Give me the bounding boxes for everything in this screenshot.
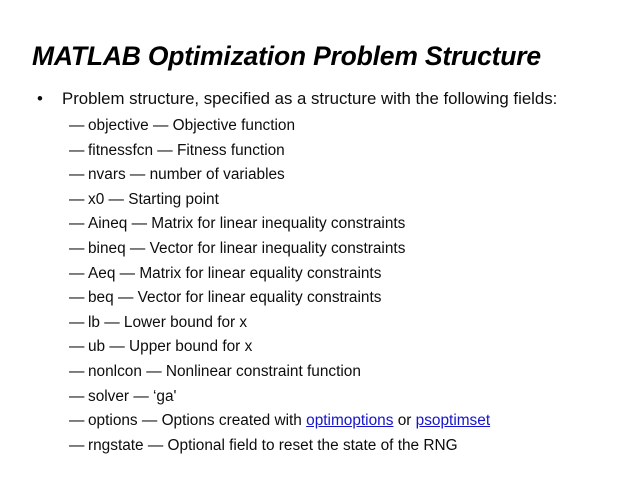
list-item-label-middle: or <box>393 412 416 430</box>
slide-body: • Problem structure, specified as a stru… <box>0 86 638 458</box>
dash-marker-icon: — <box>69 141 85 159</box>
dash-marker-icon: — <box>69 264 85 282</box>
list-item-label: Aeq — Matrix for linear equality constra… <box>88 264 382 282</box>
list-item-label: fitnessfcn — Fitness function <box>88 141 285 159</box>
list-item-nonlcon: — nonlcon — Nonlinear constraint functio… <box>0 360 638 385</box>
list-item-label: objective — Objective function <box>88 117 296 134</box>
dash-marker-icon: — <box>69 239 85 257</box>
bullet-dot-icon: • <box>37 89 43 108</box>
list-item-label: lb — Lower bound for x <box>88 313 248 331</box>
dash-marker-icon: — <box>69 412 85 430</box>
list-item-nvars: — nvars — number of variables <box>0 163 638 188</box>
list-item-label: solver — ‘ga' <box>88 387 177 405</box>
link-psoptimset[interactable]: psoptimset <box>415 412 491 430</box>
list-item-options: — options — Options created with optimop… <box>0 409 638 434</box>
dash-marker-icon: — <box>69 338 85 356</box>
bullet-intro-label: Problem structure, specified as a struct… <box>62 89 558 108</box>
dash-marker-icon: — <box>69 289 85 307</box>
bullet-intro: • Problem structure, specified as a stru… <box>0 86 638 111</box>
list-item-label: nonlcon — Nonlinear constraint function <box>88 362 361 380</box>
dash-marker-icon: — <box>69 387 85 405</box>
list-item-bineq: — bineq — Vector for linear inequality c… <box>0 237 638 262</box>
dash-marker-icon: — <box>69 436 85 454</box>
dash-marker-icon: — <box>69 215 85 233</box>
list-item-aineq: — Aineq — Matrix for linear inequality c… <box>0 212 638 237</box>
list-item-label-prefix: options — Options created with <box>88 412 307 430</box>
dash-marker-icon: — <box>69 166 85 184</box>
page-title: MATLAB Optimization Problem Structure <box>32 41 541 71</box>
list-item-ub: — ub — Upper bound for x <box>0 335 638 360</box>
dash-marker-icon: — <box>69 313 85 331</box>
list-item-fitnessfcn: — fitnessfcn — Fitness function <box>0 139 638 164</box>
list-item-label: rngstate — Optional field to reset the s… <box>88 436 458 454</box>
list-item-beq: — beq — Vector for linear equality const… <box>0 286 638 311</box>
list-item-rngstate: — rngstate — Optional field to reset the… <box>0 434 638 459</box>
list-item-x0: — x0 — Starting point <box>0 188 638 213</box>
list-item-objective: — objective — Objective function <box>0 114 638 139</box>
list-item-label: bineq — Vector for linear inequality con… <box>88 239 406 257</box>
list-item-label: beq — Vector for linear equality constra… <box>88 289 382 307</box>
dash-marker-icon: — <box>69 362 85 380</box>
list-item-lb: — lb — Lower bound for x <box>0 311 638 336</box>
list-item-solver: — solver — ‘ga' <box>0 385 638 410</box>
link-optimoptions[interactable]: optimoptions <box>306 412 394 430</box>
dash-marker-icon: — <box>69 190 85 208</box>
list-item-label: ub — Upper bound for x <box>88 338 253 356</box>
list-item-aeq: — Aeq — Matrix for linear equality const… <box>0 262 638 287</box>
list-item-label: x0 — Starting point <box>88 190 219 208</box>
list-item-label: nvars — number of variables <box>88 166 285 184</box>
field-list: — objective — Objective function — fitne… <box>0 114 638 458</box>
list-item-label: Aineq — Matrix for linear inequality con… <box>88 215 406 233</box>
dash-marker-icon: — <box>69 117 85 134</box>
